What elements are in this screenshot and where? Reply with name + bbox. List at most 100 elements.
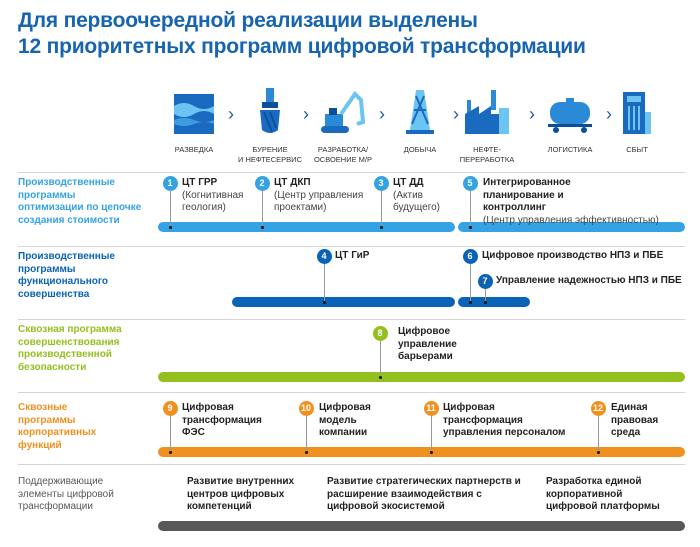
connector-dot: [168, 226, 172, 229]
connector-dot: [304, 451, 308, 454]
connector-dot: [483, 301, 487, 304]
tank-car-icon: [548, 98, 592, 133]
program-8: Цифровое управление барьерами: [398, 326, 466, 364]
program-number-badge: 9: [162, 400, 178, 416]
connector-dot: [260, 226, 264, 229]
connector-line: [430, 408, 432, 452]
connector-line: [484, 281, 486, 302]
row-bar: [458, 222, 685, 232]
stage-label: РАЗВЕДКА: [174, 145, 214, 154]
program-number-badge: 4: [316, 248, 332, 264]
connector-dot: [468, 301, 472, 304]
connector-dot: [378, 376, 382, 379]
program-number-badge: 2: [254, 175, 270, 191]
support-item: Разработка единой корпоративной цифровой…: [546, 476, 666, 514]
chevron-right-icon: ›: [228, 104, 234, 124]
row-label: Поддерживающие элементы цифровой трансфо…: [18, 476, 114, 512]
connector-line: [597, 408, 599, 452]
oil-derrick-icon: [406, 90, 434, 134]
support-item: Развитие внутренних центров цифровых ком…: [187, 476, 302, 514]
page-title: Для первоочередной реализации выделены 1…: [18, 8, 586, 60]
program-12: Единая правовая среда: [611, 402, 666, 440]
program-name: Интегрированное планирование и контролли…: [483, 177, 571, 213]
program-name: ЦТ ГРР: [182, 177, 218, 188]
divider: [18, 319, 685, 320]
program-name: Цифровая модель компании: [319, 402, 371, 438]
program-name: Единая правовая среда: [611, 402, 659, 438]
program-name: Цифровое производство НПЗ и ПБЕ: [482, 250, 664, 261]
support-item-text: Развитие стратегических партнерств и рас…: [327, 476, 521, 512]
program-3: ЦТ ДД(Актив будущего): [393, 177, 453, 215]
program-name: ЦТ ДД: [393, 177, 424, 188]
connector-line: [469, 183, 471, 227]
program-number-badge: 11: [423, 400, 439, 416]
connector-dot: [429, 451, 433, 454]
program-4: ЦТ ГиР: [335, 250, 369, 263]
program-name: Цифровая трансформация управления персон…: [443, 402, 566, 438]
chevron-right-icon: ›: [606, 104, 612, 124]
divider: [18, 246, 685, 247]
program-sub: (Центр управления проектами): [274, 189, 364, 214]
fuel-pump-icon: [623, 92, 651, 134]
chevron-right-icon: ›: [529, 104, 535, 124]
program-name: Цифровое управление барьерами: [398, 326, 457, 362]
refinery-icon: [465, 90, 509, 134]
program-name: Управление надежностью НПЗ и ПБЕ: [496, 275, 682, 286]
program-2: ЦТ ДКП(Центр управления проектами): [274, 177, 374, 215]
connector-line: [380, 183, 382, 227]
row-bar: [158, 521, 685, 531]
connector-line: [169, 183, 171, 227]
program-5: Интегрированное планирование и контролли…: [483, 177, 688, 227]
row-bar: [158, 447, 685, 457]
support-item-text: Развитие внутренних центров цифровых ком…: [187, 476, 295, 512]
program-name: ЦТ ГиР: [335, 250, 370, 261]
divider: [18, 464, 685, 465]
connector-dot: [168, 451, 172, 454]
program-7: Управление надежностью НПЗ и ПБЕ: [496, 275, 682, 288]
divider: [18, 392, 685, 393]
connector-dot: [379, 226, 383, 229]
stage-label: СБЫТ: [626, 145, 648, 154]
drilling-icon: [260, 88, 280, 133]
connector-dot: [322, 301, 326, 304]
program-sub: (Актив будущего): [393, 189, 441, 214]
connector-line: [305, 408, 307, 452]
program-name: Цифровая трансформация ФЭС: [182, 402, 262, 438]
exploration-icon: [174, 94, 214, 134]
stage-label: ДОБЫЧА: [403, 145, 437, 154]
program-number-badge: 5: [462, 175, 478, 191]
chevron-right-icon: ›: [303, 104, 309, 124]
program-number-badge: 12: [590, 400, 606, 416]
stage-label: ЛОГИСТИКА: [547, 145, 593, 154]
program-sub: (Центр управления эффективностью): [483, 214, 659, 226]
support-item: Развитие стратегических партнерств и рас…: [327, 476, 522, 514]
stage-label: НЕФТЕ- ПЕРЕРАБОТКА: [459, 145, 515, 164]
connector-line: [323, 256, 325, 302]
program-1: ЦТ ГРР(Когнитивная геология): [182, 177, 262, 215]
program-10: Цифровая модель компании: [319, 402, 379, 440]
connector-dot: [468, 226, 472, 229]
row-bar: [458, 297, 530, 307]
stage-label: БУРЕНИЕ И НЕФТЕСЕРВИС: [238, 145, 302, 164]
program-number-badge: 6: [462, 248, 478, 264]
program-number-badge: 8: [372, 325, 388, 341]
row-bar: [232, 297, 455, 307]
chevron-right-icon: ›: [453, 104, 459, 124]
connector-line: [169, 408, 171, 452]
program-sub: (Когнитивная геология): [182, 189, 244, 214]
chevron-right-icon: ›: [379, 104, 385, 124]
program-number-badge: 7: [477, 273, 493, 289]
program-name: ЦТ ДКП: [274, 177, 311, 188]
program-number-badge: 10: [298, 400, 314, 416]
row-label: Сквозная программа совершенствования про…: [18, 324, 122, 373]
connector-line: [379, 333, 381, 377]
connector-line: [261, 183, 263, 227]
row-bar: [158, 372, 685, 382]
row-label: Производственные программы функционально…: [18, 251, 115, 300]
divider: [18, 172, 685, 173]
program-number-badge: 1: [162, 175, 178, 191]
row-label: Производственные программы оптимизации п…: [18, 177, 142, 226]
support-item-text: Разработка единой корпоративной цифровой…: [546, 476, 660, 512]
program-11: Цифровая трансформация управления персон…: [443, 402, 573, 440]
connector-dot: [596, 451, 600, 454]
